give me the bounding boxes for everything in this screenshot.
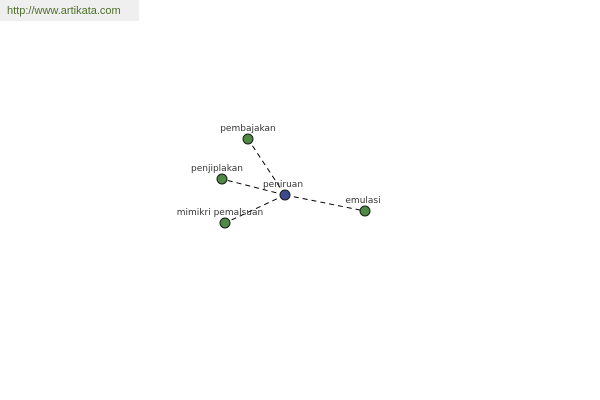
- node-penjiplakan[interactable]: penjiplakan: [191, 164, 243, 185]
- node-emulasi[interactable]: emulasi: [345, 196, 381, 217]
- url-link[interactable]: http://www.artikata.com: [7, 5, 121, 17]
- node-dot-emulasi[interactable]: [359, 205, 371, 217]
- edge-peniruan-penjiplakan: [221, 178, 286, 196]
- center-node-peniruan[interactable]: peniruan: [263, 180, 303, 201]
- node-pembajakan[interactable]: pembajakan: [220, 124, 276, 145]
- edges-layer: [221, 138, 366, 224]
- edge-peniruan-pembajakan: [247, 138, 286, 196]
- node-label-mimikri-pemalsuan[interactable]: mimikri pemalsuan: [177, 208, 263, 218]
- node-dot-pembajakan[interactable]: [242, 133, 254, 145]
- node-label-pembajakan[interactable]: pembajakan: [220, 124, 276, 134]
- node-label-peniruan[interactable]: peniruan: [263, 180, 303, 190]
- node-label-emulasi[interactable]: emulasi: [345, 196, 380, 206]
- edge-peniruan-mimikri-pemalsuan: [224, 194, 286, 224]
- node-dot-mimikri-pemalsuan[interactable]: [219, 217, 231, 229]
- url-banner: http://www.artikata.com: [0, 0, 139, 21]
- node-label-penjiplakan[interactable]: penjiplakan: [191, 164, 243, 174]
- node-dot-penjiplakan[interactable]: [216, 173, 228, 185]
- nodes-layer: pembajakan penjiplakan mimikri pemalsuan em…: [177, 124, 381, 229]
- node-dot-peniruan[interactable]: [279, 189, 291, 201]
- node-mimikri-pemalsuan[interactable]: mimikri pemalsuan: [177, 208, 263, 229]
- edge-peniruan-emulasi: [284, 194, 366, 212]
